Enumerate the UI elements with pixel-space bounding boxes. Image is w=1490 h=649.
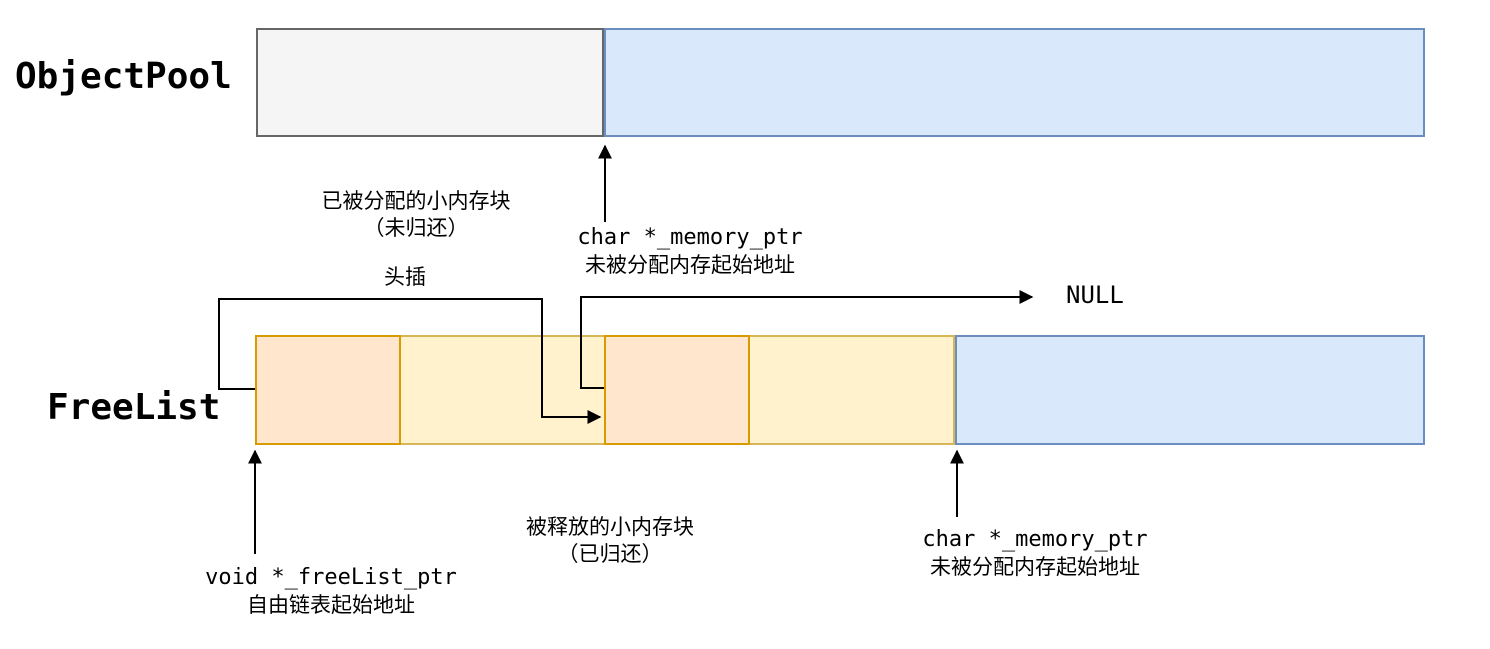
objectpool-title: ObjectPool — [15, 56, 232, 97]
freelist-memory-ptr-note: char *_memory_ptr 未被分配内存起始地址 — [885, 526, 1185, 581]
freelist-ptr-note: void *_freeList_ptr 自由链表起始地址 — [181, 564, 481, 619]
objectpool-memory-ptr-desc: 未被分配内存起始地址 — [585, 254, 795, 277]
freelist-memory-ptr-code: char *_memory_ptr — [922, 527, 1148, 552]
freelist-freed-note-line1: 被释放的小内存块 — [526, 516, 694, 539]
objectpool-allocated-note-line2: （未归还） — [363, 217, 469, 240]
freelist-free-chunk-1 — [255, 335, 401, 445]
freelist-freed-note: 被释放的小内存块 （已归还） — [480, 514, 740, 568]
objectpool-memory-ptr-note: char *_memory_ptr 未被分配内存起始地址 — [535, 224, 845, 279]
objectpool-unallocated-block — [604, 28, 1425, 137]
null-label: NULL — [1066, 281, 1124, 309]
freelist-title: FreeList — [47, 387, 221, 428]
freelist-unallocated-block — [955, 335, 1425, 445]
freelist-ptr-desc: 自由链表起始地址 — [247, 594, 415, 617]
objectpool-allocated-block — [256, 28, 604, 137]
freelist-memory-ptr-desc: 未被分配内存起始地址 — [930, 556, 1140, 579]
head-insert-label: 头插 — [384, 266, 426, 289]
objectpool-memory-ptr-code: char *_memory_ptr — [577, 225, 803, 250]
objectpool-allocated-note: 已被分配的小内存块 （未归还） — [296, 188, 536, 242]
objectpool-allocated-note-line1: 已被分配的小内存块 — [321, 190, 511, 213]
freelist-free-chunk-2 — [604, 335, 750, 445]
freelist-ptr-code: void *_freeList_ptr — [205, 565, 457, 590]
freelist-freed-note-line2: （已归还） — [557, 543, 663, 566]
